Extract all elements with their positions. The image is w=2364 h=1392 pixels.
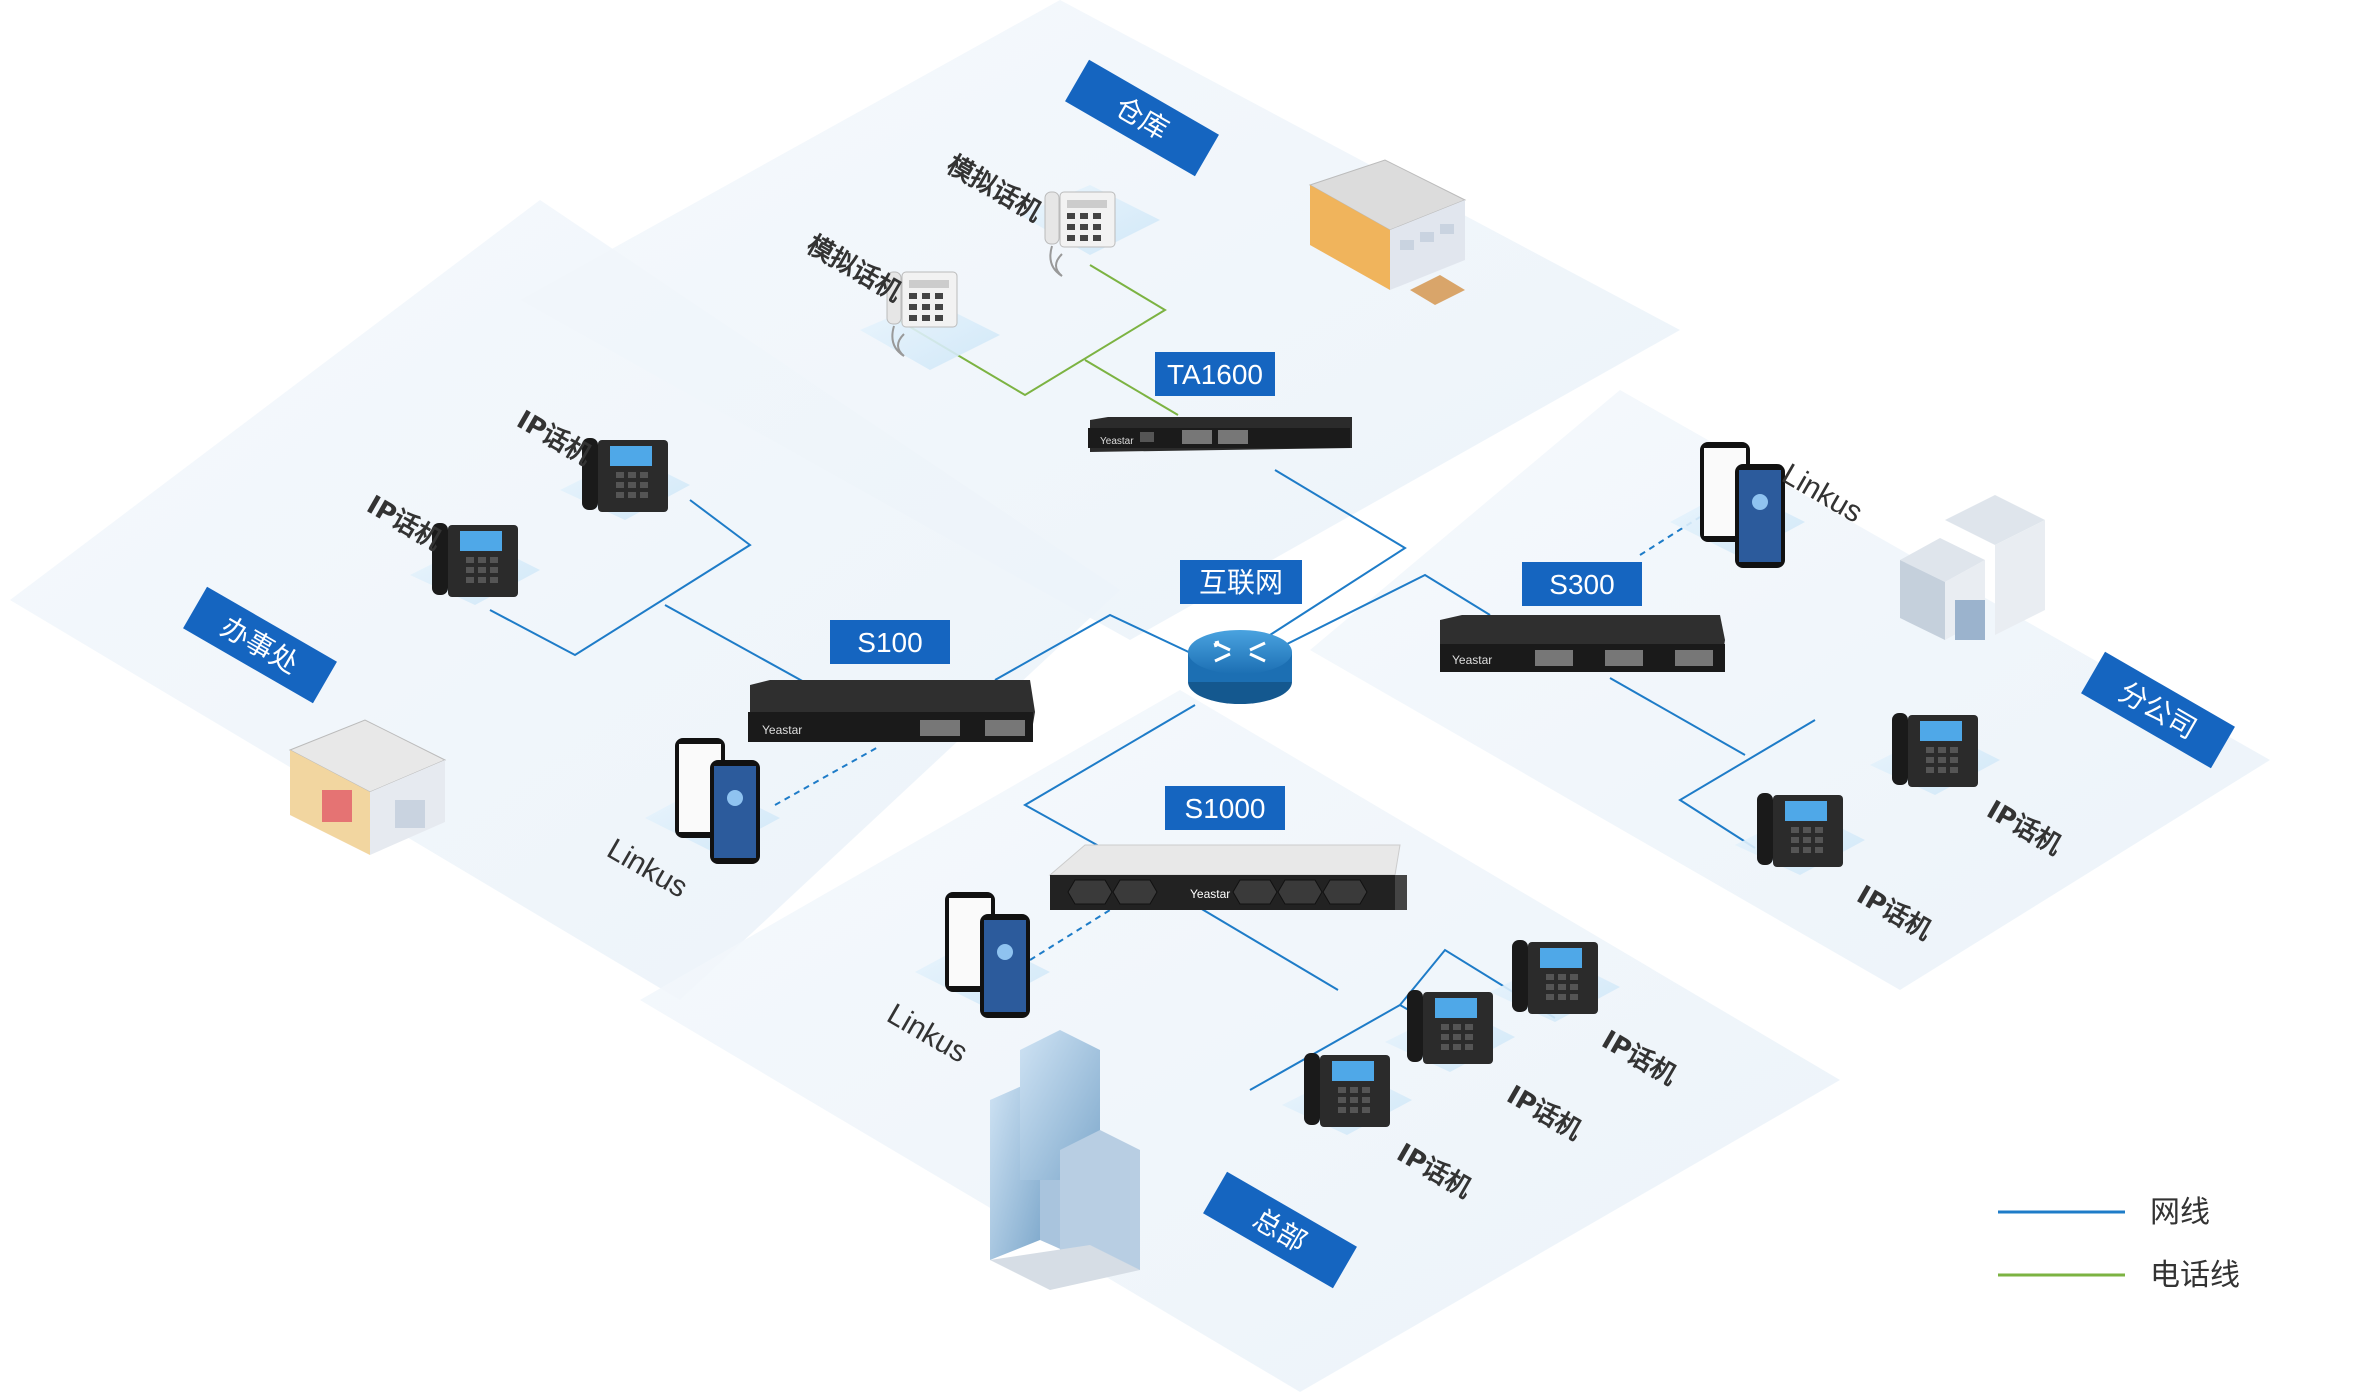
link-branch-phones [1678, 719, 1816, 849]
zone-branch-bg [1310, 390, 2270, 990]
ta1600-server-icon: Yeastar [1088, 417, 1352, 452]
ip-phone-icon [1282, 1053, 1412, 1135]
s300-server-icon: Yeastar [1440, 615, 1725, 672]
ip-phone-icon [1870, 713, 2000, 795]
link-office-s100 [664, 604, 816, 689]
tag-ta1600-bg [1155, 352, 1275, 396]
link-branch-s300 [1609, 677, 1746, 756]
analog-phone-icon [1020, 185, 1160, 277]
s100-server-icon: Yeastar [748, 680, 1035, 742]
zone-hq-bg [640, 690, 1840, 1392]
link-s100-router [994, 613, 1196, 681]
smartphone-icon [645, 738, 780, 864]
device-tags: TA1600 互联网 S100 S300 S1000 [830, 352, 1642, 830]
tag-s300-bg [1522, 562, 1642, 606]
building-icon [1900, 495, 2045, 640]
tag-s100-bg [830, 620, 950, 664]
zone-office-bg [10, 200, 1120, 1000]
tag-s1000-label: S1000 [1185, 793, 1266, 824]
smartphone-icon [1670, 442, 1805, 568]
link-hq-phones [1249, 948, 1556, 1091]
ta1600-brand: Yeastar [1100, 436, 1134, 447]
ip-phone-icon [1385, 990, 1515, 1072]
office-tower-icon [990, 1030, 1140, 1290]
legend-network-label: 网线 [2150, 1195, 2210, 1230]
tag-internet-label: 互联网 [1199, 567, 1283, 598]
s100-brand: Yeastar [762, 723, 802, 737]
tag-internet-bg [1180, 560, 1302, 604]
phone-lines [894, 264, 1179, 416]
ip-phone-icon [410, 523, 540, 605]
shop-icon [288, 719, 447, 855]
tag-s100-label: S100 [857, 627, 922, 658]
s300-brand: Yeastar [1452, 653, 1492, 667]
router-icon [1188, 630, 1292, 704]
ip-phone-icon [560, 438, 690, 520]
legend-phone-label: 电话线 [2150, 1258, 2240, 1293]
s1000-brand: Yeastar [1190, 887, 1230, 901]
link-s1000-router [1022, 704, 1196, 856]
tag-s300-label: S300 [1549, 569, 1614, 600]
phone-line-1 [894, 264, 1167, 397]
analog-phone-icon [860, 271, 1000, 370]
legend: 网线 电话线 [1998, 1195, 2240, 1293]
link-s300-router [1284, 573, 1491, 646]
smartphone-icon [915, 892, 1050, 1018]
warehouse-icon [1308, 159, 1467, 305]
tag-s1000-bg [1165, 786, 1285, 830]
s1000-server-icon: Yeastar [1048, 844, 1407, 910]
phone-line-2 [1084, 359, 1179, 416]
link-office-linkus [774, 745, 881, 806]
zone-warehouse-bg [520, 0, 1680, 640]
link-office-phones [489, 499, 752, 657]
ip-phone-icon [1735, 793, 1865, 875]
link-hq-linkus [1029, 909, 1111, 961]
zone-backgrounds [10, 0, 2270, 1392]
tag-ta1600-label: TA1600 [1167, 359, 1263, 390]
link-hq-s1000 [1194, 904, 1339, 991]
ip-phone-icon [1490, 940, 1620, 1022]
link-ta1600-router [1269, 469, 1407, 636]
